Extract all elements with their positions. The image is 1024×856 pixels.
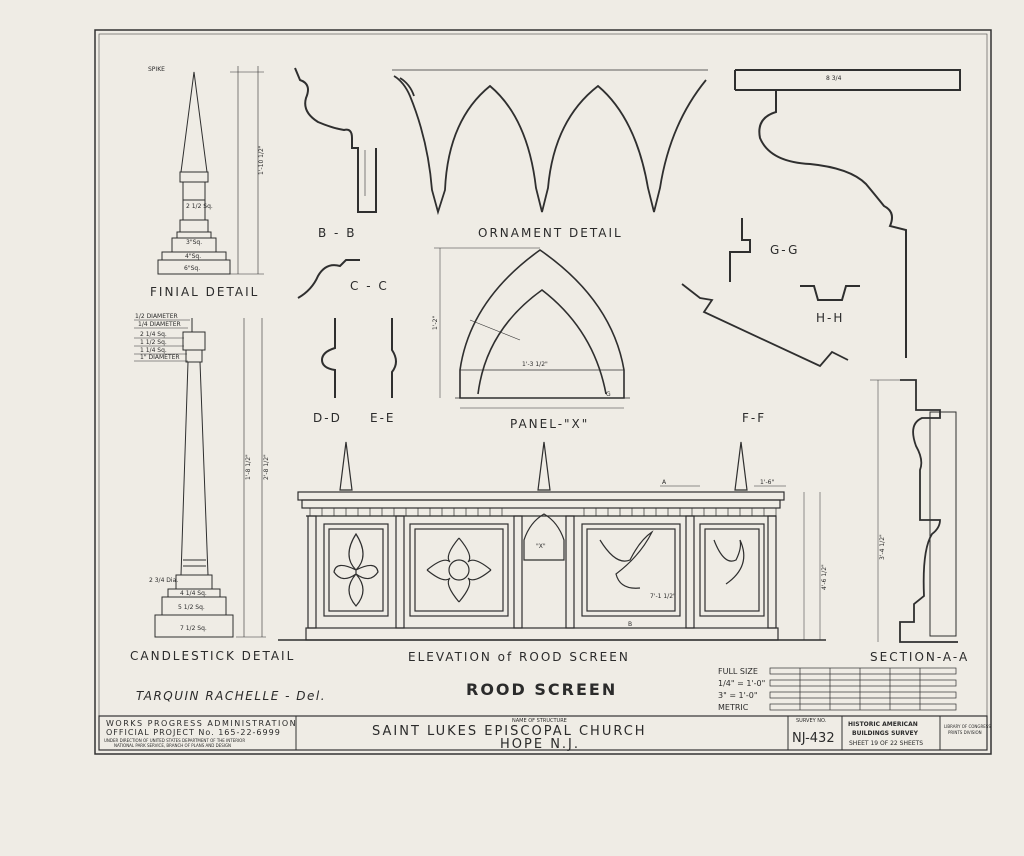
finial-sq2-label: 3"Sq. (186, 239, 202, 246)
section-height-dim: 3'-4 1/2" (879, 534, 886, 560)
library-line1: LIBRARY OF CONGRESS (944, 724, 991, 729)
finial-spike-label: SPIKE (148, 66, 165, 73)
cc-label: C - C (350, 279, 389, 293)
bb-label: B - B (318, 226, 356, 240)
ff-label: F-F (742, 411, 766, 425)
panel-height-label: 1'-2" (432, 316, 439, 330)
agency-line2: OFFICIAL PROJECT No. 165-22-6999 (106, 728, 281, 737)
section-aa-lower (870, 379, 958, 643)
cand-base1-label: 4 1/4 Sq. (180, 590, 207, 597)
survey-number: NJ-432 (792, 731, 835, 746)
profile-bb (294, 67, 377, 213)
elev-height-dim: 4'-6 1/2" (821, 564, 828, 590)
candlestick-detail-label: CANDLESTICK DETAIL (130, 649, 295, 663)
inner-border (98, 33, 988, 751)
cand-dia1-label: 1/2 DIAMETER (135, 313, 178, 320)
cand-dia3-label: 1" DIAMETER (140, 354, 180, 361)
structure-name: SAINT LUKES EPISCOPAL CHURCH (372, 724, 647, 739)
agency-line4: NATIONAL PARK SERVICE, BRANCH OF PLANS A… (114, 743, 231, 748)
cand-dia2-label: 1/4 DIAMETER (138, 321, 181, 328)
elev-mid-dim: 7'-1 1/2" (650, 593, 676, 600)
hh-label: H-H (816, 311, 844, 325)
section-aa-profile (734, 69, 961, 358)
graphic-scales (769, 667, 957, 711)
ornament-detail (392, 69, 708, 216)
elev-width-dim: 1'-6" (760, 479, 774, 486)
habs-line1: HISTORIC AMERICAN (848, 721, 918, 728)
panel-x-label: PANEL-"X" (510, 417, 589, 431)
profile-gg (729, 218, 751, 282)
rood-screen-elevation (278, 441, 826, 641)
section-aa-label: SECTION-A-A (870, 650, 969, 664)
outer-border (94, 29, 992, 755)
scale-metric: METRIC (718, 703, 749, 712)
profile-dd (320, 318, 336, 398)
cand-sq3-label: 1 1/4 Sq. (140, 347, 167, 354)
ee-label: E-E (370, 411, 396, 425)
finial-sq3-label: 4"Sq. (185, 253, 201, 260)
cand-sq1-label: 2 1/4 Sq. (140, 331, 167, 338)
cand-base2-label: 5 1/2 Sq. (178, 604, 205, 611)
library-line2: PRINTS DIVISION (948, 730, 982, 735)
agency-line3: UNDER DIRECTION OF UNITED STATES DEPARTM… (104, 738, 245, 743)
candlestick-detail (134, 318, 266, 638)
cand-base-dia-label: 2 3/4 Dia. (149, 577, 178, 584)
cand-base3-label: 7 1/2 Sq. (180, 625, 207, 632)
ornament-detail-label: ORNAMENT DETAIL (478, 226, 623, 240)
gg-label: G-G (770, 243, 799, 257)
dd-label: D-D (313, 411, 342, 425)
finial-sq4-label: 6"Sq. (184, 265, 200, 272)
profile-ee (391, 318, 397, 398)
finial-sq1-label: 2 1/2 Sq. (186, 203, 213, 210)
cand-height1-label: 1'-8 1/2" (245, 454, 252, 480)
profile-hh (800, 285, 860, 301)
cand-height2-label: 2'-8 1/2" (263, 454, 270, 480)
habs-line2: BUILDINGS SURVEY (852, 730, 919, 737)
elev-section-mark: A (662, 479, 667, 486)
cand-sq2-label: 1 1/2 Sq. (140, 339, 167, 346)
scale-1: 1/4" = 1'-0" (718, 679, 765, 688)
section-top-dim: 8 3/4 (826, 75, 842, 82)
finial-height-label: 1'-10 1/2" (258, 145, 265, 175)
sheet-number: SHEET 19 OF 22 SHEETS (849, 740, 923, 747)
profile-cc (297, 259, 360, 299)
panel-g-mark: G (606, 391, 611, 398)
elev-x-mark: "X" (536, 543, 546, 550)
drawing-title: ROOD SCREEN (466, 680, 617, 699)
profile-ff (681, 283, 849, 368)
finial-detail-label: FINIAL DETAIL (150, 285, 259, 299)
elevation-label: ELEVATION of ROOD SCREEN (408, 650, 630, 664)
structure-location: HOPE N.J. (500, 737, 580, 752)
panel-x-detail (434, 247, 630, 409)
finial-detail (157, 66, 264, 275)
elev-b-mark: B (628, 621, 632, 628)
panel-width-label: 1'-3 1/2" (522, 361, 548, 368)
scale-full: FULL SIZE (718, 667, 758, 676)
title-block (98, 715, 988, 751)
scale-2: 3" = 1'-0" (718, 691, 758, 700)
delineator-credit: TARQUIN RACHELLE - Del. (136, 689, 326, 703)
structure-caption: NAME OF STRUCTURE (512, 718, 567, 724)
agency-line1: WORKS PROGRESS ADMINISTRATION (106, 719, 297, 728)
survey-caption: SURVEY NO. (796, 718, 827, 724)
